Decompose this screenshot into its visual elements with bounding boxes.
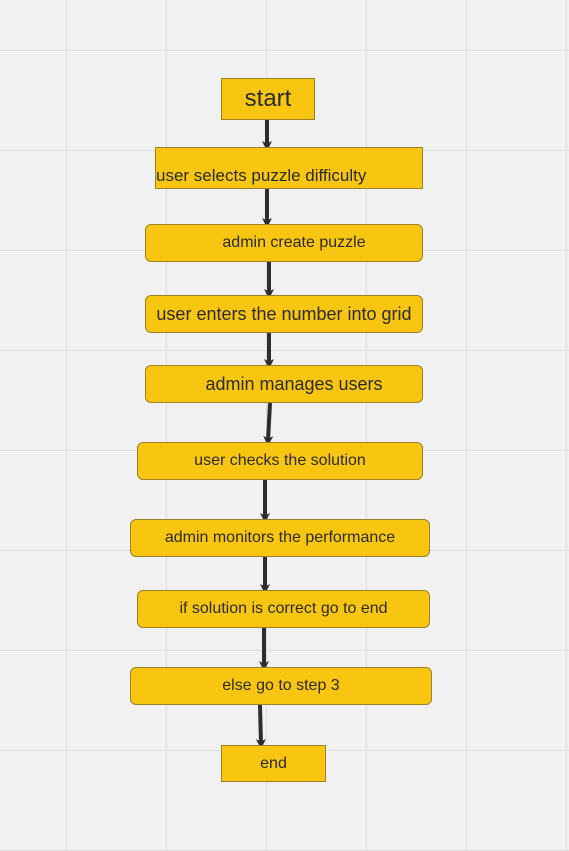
- check-solution-node[interactable]: user checks the solution: [137, 442, 423, 480]
- else-step-node[interactable]: else go to step 3: [130, 667, 432, 705]
- select-difficulty-node[interactable]: user selects puzzle difficulty: [155, 147, 423, 189]
- enter-number-node[interactable]: user enters the number into grid: [145, 295, 423, 333]
- manage-users-node[interactable]: admin manages users: [145, 365, 423, 403]
- end-node[interactable]: end: [221, 745, 326, 782]
- arrow-else-step-to-end: [255, 704, 266, 749]
- start-node[interactable]: start: [221, 78, 315, 120]
- arrow-manage-users-to-check-solution: [263, 402, 274, 446]
- monitor-performance-node[interactable]: admin monitors the performance: [130, 519, 430, 557]
- if-correct-node[interactable]: if solution is correct go to end: [137, 590, 430, 628]
- admin-create-node[interactable]: admin create puzzle: [145, 224, 423, 262]
